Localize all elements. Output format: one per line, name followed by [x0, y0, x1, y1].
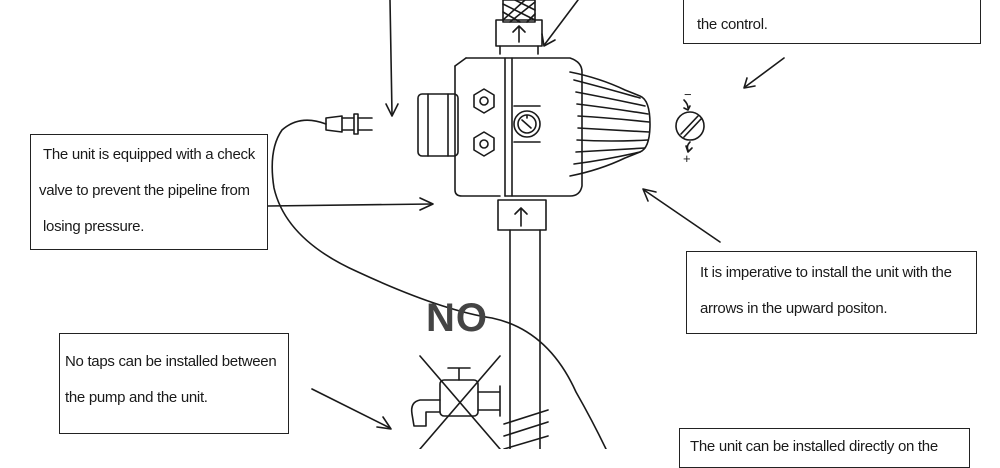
adjust-plus-sign: +: [683, 151, 691, 166]
controller-body: [417, 57, 651, 197]
callout-check-valve: The unit is equipped with a check valve …: [30, 134, 268, 250]
power-cable: [271, 113, 607, 449]
callout-arrows-line-1: It is imperative to install the unit wit…: [700, 264, 952, 281]
no-label: NO: [426, 296, 488, 340]
tap-crossed-icon: [410, 355, 501, 449]
callout-install-line-1: The unit can be installed directly on th…: [690, 438, 938, 455]
lower-bracket: [503, 409, 549, 449]
top-fitting: [495, 19, 543, 55]
callout-no-taps-line-1: No taps can be installed between: [65, 353, 277, 370]
callout-check-valve-line-3: losing pressure.: [43, 218, 145, 235]
braided-hose: [502, 0, 536, 23]
adjust-screw-icon: [675, 99, 705, 153]
pipe: [509, 229, 541, 449]
callout-arrows-upward: It is imperative to install the unit wit…: [686, 251, 977, 334]
callout-check-valve-line-2: valve to prevent the pipeline from: [39, 182, 250, 199]
pointer-arrows: [267, 0, 785, 430]
callout-install-direct: The unit can be installed directly on th…: [679, 428, 970, 468]
bottom-fitting: [497, 199, 547, 231]
callout-no-taps-line-2: the pump and the unit.: [65, 389, 208, 406]
adjust-minus-sign: −: [684, 87, 692, 102]
callout-control-line: the control.: [697, 16, 768, 33]
callout-no-taps: No taps can be installed between the pum…: [59, 333, 289, 434]
callout-check-valve-line-1: The unit is equipped with a check: [43, 146, 255, 163]
callout-control: the control.: [683, 0, 981, 44]
pressure-controller-diagram: − +: [267, 0, 785, 449]
callout-arrows-line-2: arrows in the upward positon.: [700, 300, 888, 317]
